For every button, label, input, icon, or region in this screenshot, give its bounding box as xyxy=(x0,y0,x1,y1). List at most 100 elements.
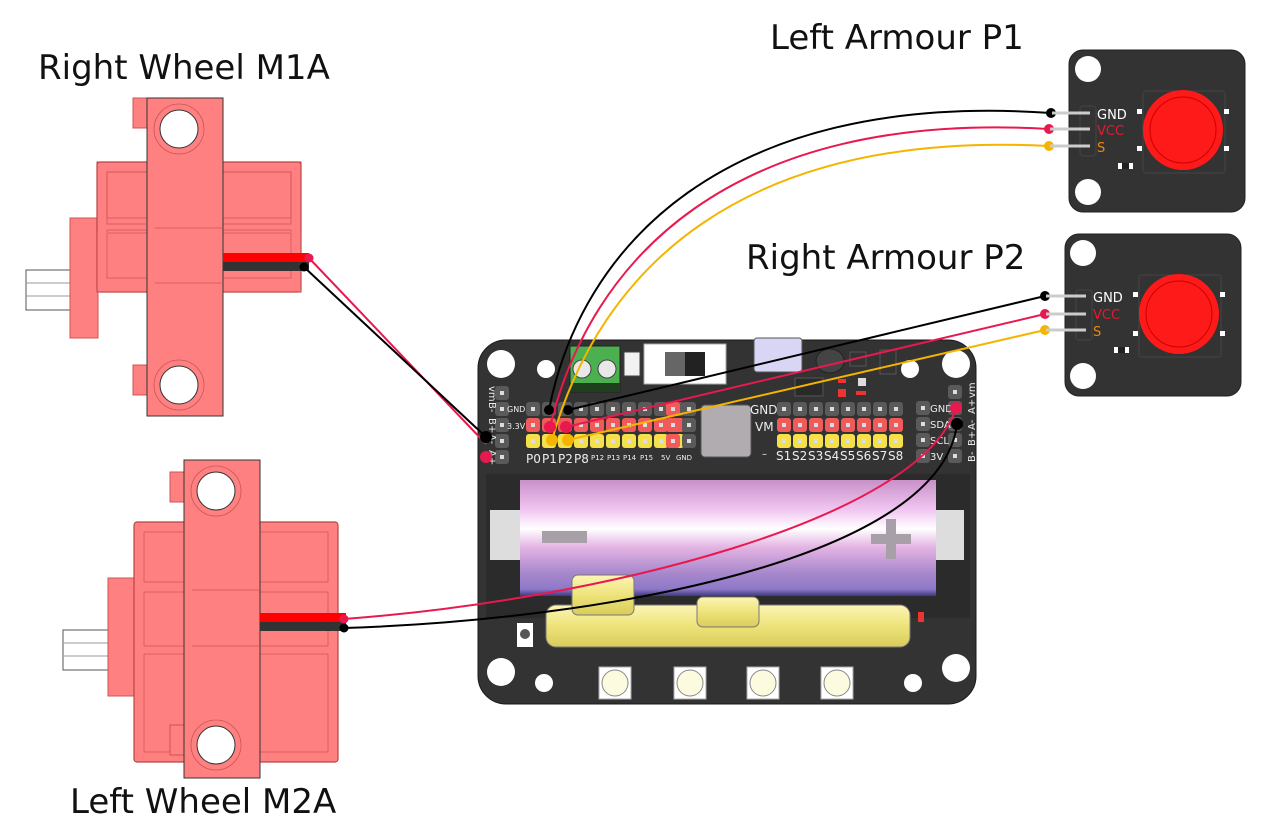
pin-hole xyxy=(878,407,882,411)
i2c-pin-label-sda: SDA xyxy=(930,420,951,431)
pin-hole xyxy=(830,439,834,443)
right-wheel-label: Right Wheel M1A xyxy=(38,48,330,88)
pin-hole xyxy=(862,423,866,427)
pin-hole xyxy=(878,439,882,443)
pin-hole xyxy=(687,439,691,443)
pin-hole xyxy=(595,423,599,427)
pin-hole xyxy=(579,423,583,427)
pin-hole xyxy=(500,439,504,443)
push-button-p2[interactable] xyxy=(1139,274,1219,354)
pin-hole xyxy=(643,423,647,427)
servo-pin-label-s5: S5 xyxy=(840,449,855,463)
pin-label-p8: P8 xyxy=(574,452,589,466)
pin-hole xyxy=(846,439,850,443)
wire-p1-gnd xyxy=(548,109,1052,411)
left-armour-label: Left Armour P1 xyxy=(770,18,1024,58)
i2c-pin-label-gnd: GND xyxy=(930,404,953,415)
p2-s-label: S xyxy=(1093,325,1101,340)
push-button-p1[interactable] xyxy=(1143,90,1223,170)
right-motor-pin-label: A- xyxy=(967,419,978,430)
p1-vcc-label: VCC xyxy=(1097,124,1124,139)
right-armour-label: Right Armour P2 xyxy=(746,238,1026,278)
servo-pin-label-s3: S3 xyxy=(808,449,823,463)
servo-pin-label-s8: S8 xyxy=(888,449,903,463)
right-wheel-motor xyxy=(25,97,309,417)
wire-p2-vcc xyxy=(565,313,1046,428)
pin-label-5v: 5V xyxy=(661,454,670,462)
wire-p2-signal xyxy=(567,329,1046,441)
servo-pin-label-s7: S7 xyxy=(872,449,887,463)
pin-hole xyxy=(579,407,583,411)
wire-p2-gnd xyxy=(567,295,1046,411)
pin-hole xyxy=(500,407,504,411)
left-motor-pin-label: B+ xyxy=(486,418,497,433)
pin-hole xyxy=(846,407,850,411)
pin-hole xyxy=(500,423,504,427)
right-motor-pin-label: B- xyxy=(967,451,978,462)
pin-hole xyxy=(627,439,631,443)
pin-hole xyxy=(687,423,691,427)
servo-pin-label-s2: S2 xyxy=(792,449,807,463)
wire-right-motor-red xyxy=(308,257,487,445)
pin-hole xyxy=(671,439,675,443)
p2-vcc-label: VCC xyxy=(1093,308,1120,323)
servo-pin-label-s6: S6 xyxy=(856,449,871,463)
pin-label-gnd: GND xyxy=(676,454,692,462)
p1-gnd-label: GND xyxy=(1097,108,1127,123)
pin-hole xyxy=(953,438,957,442)
pin-hole xyxy=(830,407,834,411)
pin-label-p12: P12 xyxy=(591,454,604,462)
pin-hole xyxy=(782,407,786,411)
pin-hole xyxy=(611,407,615,411)
io-pin-header xyxy=(526,402,696,448)
servo-row-gnd: GND xyxy=(750,403,778,417)
pin-hole xyxy=(531,407,535,411)
i2c-pin-label-scl: SCL xyxy=(930,436,949,447)
pin-hole xyxy=(798,407,802,411)
pin-hole xyxy=(579,439,583,443)
pin-hole xyxy=(846,423,850,427)
pin-hole xyxy=(894,423,898,427)
left-motor-header xyxy=(495,386,509,464)
pin-hole xyxy=(531,423,535,427)
left-wheel-label: Left Wheel M2A xyxy=(70,782,337,822)
p2-gnd-label: GND xyxy=(1093,291,1123,306)
servo-pin-label-s1: S1 xyxy=(776,449,791,463)
pin-hole xyxy=(862,407,866,411)
left-armour-button-module[interactable] xyxy=(1068,49,1246,213)
pin-hole xyxy=(798,439,802,443)
right-motor-pin-label: vm xyxy=(967,382,978,398)
pin-hole xyxy=(878,423,882,427)
pin-hole xyxy=(814,407,818,411)
pin-label-p1: P1 xyxy=(542,452,557,466)
pin-hole xyxy=(953,454,957,458)
pin-hole xyxy=(953,390,957,394)
servo-pin-label-s4: S4 xyxy=(824,449,839,463)
pin-hole xyxy=(611,439,615,443)
right-motor-header xyxy=(948,385,962,463)
left-wheel-motor xyxy=(62,459,346,779)
pin-hole xyxy=(894,439,898,443)
wire-endpoints xyxy=(299,108,1056,633)
row-label-3v3: 3.3V xyxy=(507,422,526,431)
pin-label-p14: P14 xyxy=(623,454,637,462)
right-motor-pin-label: A+ xyxy=(967,399,978,414)
pin-hole xyxy=(814,423,818,427)
pin-hole xyxy=(862,439,866,443)
servo-row-vm: VM xyxy=(755,420,774,434)
pin-label-p15: P15 xyxy=(640,454,653,462)
wire-p1-signal xyxy=(551,143,1050,441)
expansion-board: GND 3.3V P0 P1 P2 P8 P12 P13 P14 P15 5V … xyxy=(477,337,978,705)
pin-label-p2: P2 xyxy=(558,452,573,466)
pin-hole xyxy=(687,407,691,411)
right-armour-button-module[interactable] xyxy=(1064,233,1242,397)
right-motor-pin-label: B+ xyxy=(967,431,978,446)
pin-hole xyxy=(531,439,535,443)
wire-right-motor-black xyxy=(303,266,487,438)
pin-hole xyxy=(921,406,925,410)
pin-hole xyxy=(798,423,802,427)
left-motor-pin-label: B- xyxy=(486,402,497,413)
wires xyxy=(303,109,1052,629)
pin-label-p0: P0 xyxy=(526,452,541,466)
